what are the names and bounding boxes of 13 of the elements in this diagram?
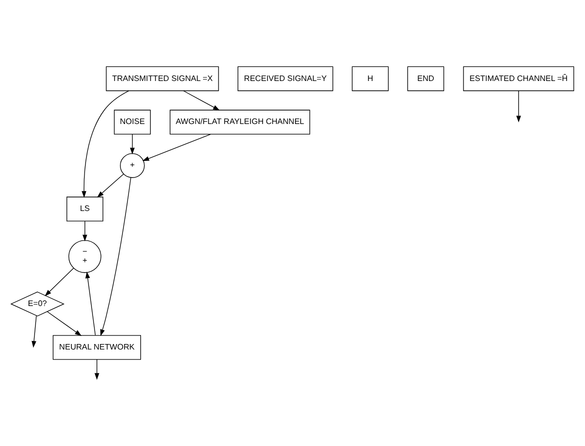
arrow xyxy=(516,90,521,122)
arrow xyxy=(97,174,124,198)
arrow xyxy=(183,90,220,111)
arrow xyxy=(46,311,82,336)
arrow xyxy=(85,272,96,336)
arrow xyxy=(130,134,135,154)
arrow xyxy=(32,315,37,348)
arrow xyxy=(82,90,130,198)
arrow xyxy=(82,220,88,242)
arrow xyxy=(94,359,100,380)
arrow xyxy=(100,177,132,336)
arrow xyxy=(142,134,212,161)
arrow xyxy=(44,268,74,296)
